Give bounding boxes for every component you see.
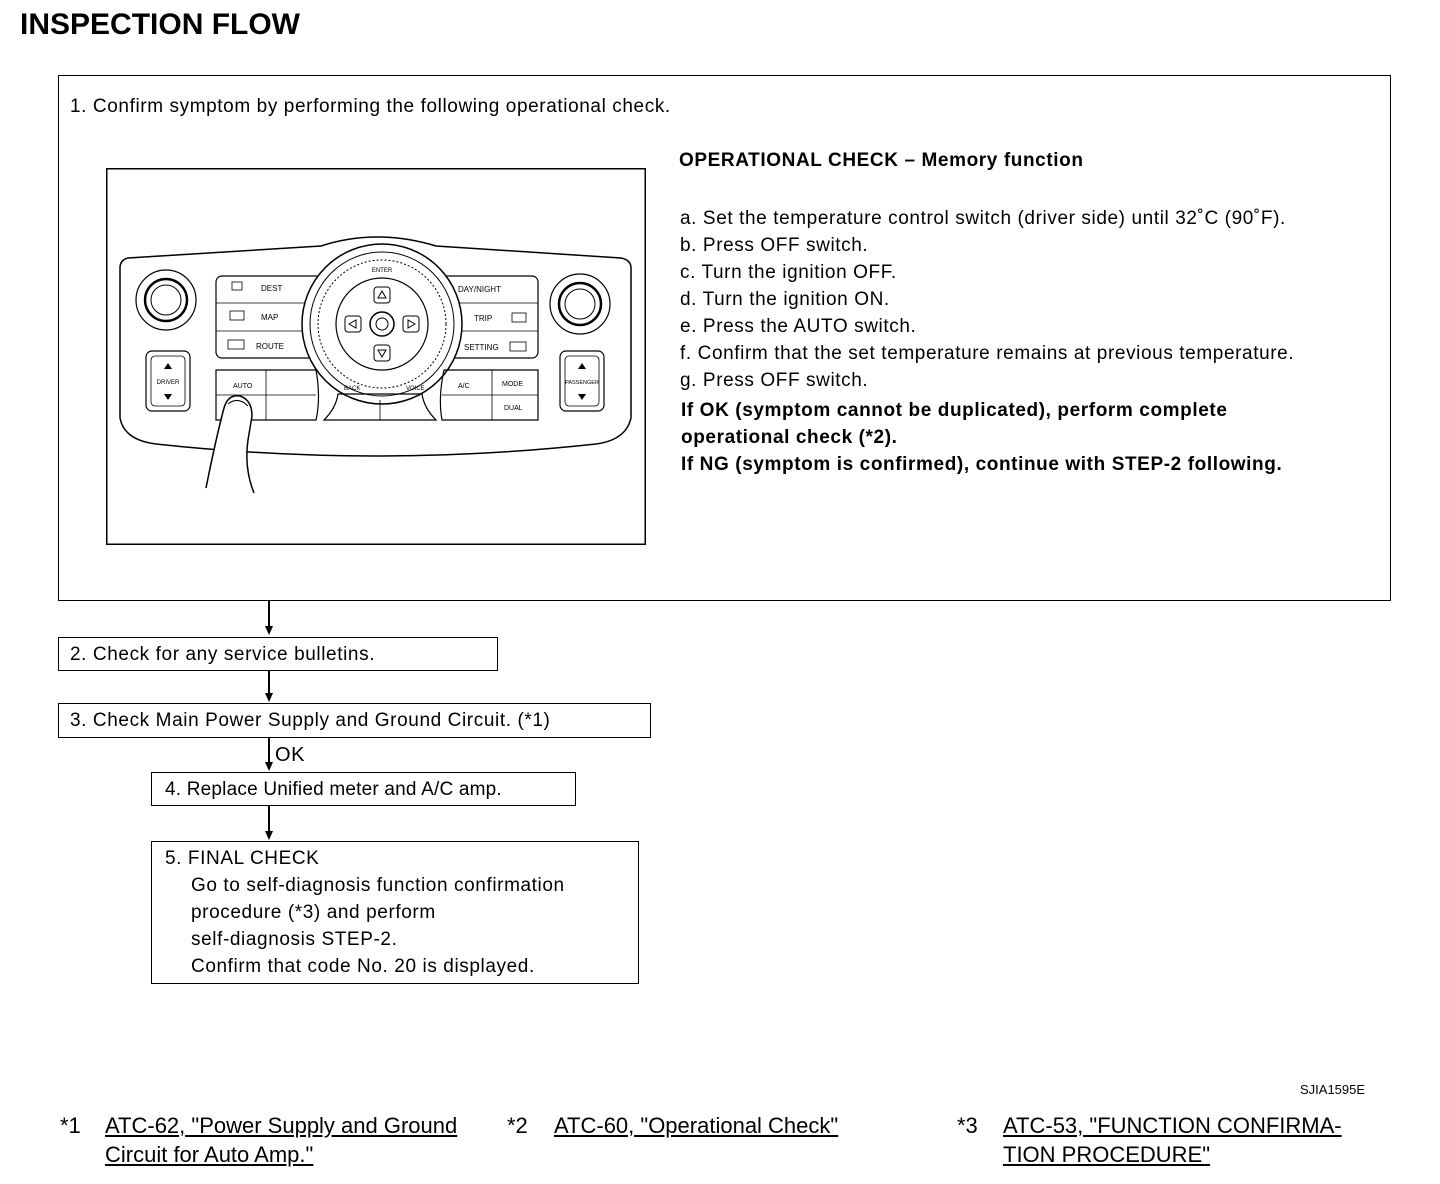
voice-label: VOICE bbox=[406, 386, 425, 392]
ref-mark-3: *3 bbox=[957, 1113, 978, 1138]
check-item: b. Press OFF switch. bbox=[680, 235, 869, 256]
step5-line: Go to self-diagnosis function confirmati… bbox=[191, 875, 565, 896]
check-item: f. Confirm that the set temperature rema… bbox=[680, 343, 1295, 364]
figure-code: SJIA1595E bbox=[1300, 1082, 1366, 1097]
step5-line: procedure (*3) and perform bbox=[191, 902, 436, 923]
ok-label: OK bbox=[275, 744, 306, 766]
check-item: g. Press OFF switch. bbox=[680, 370, 869, 391]
finger-icon bbox=[205, 395, 255, 494]
page-title: INSPECTION FLOW bbox=[20, 8, 300, 41]
arrow-head-icon bbox=[265, 626, 273, 635]
arrow-line bbox=[268, 738, 270, 762]
ref-link-2[interactable]: ATC-60, "Operational Check" bbox=[554, 1113, 839, 1138]
ref-mark-2: *2 bbox=[507, 1113, 528, 1138]
side-right-label: PASSENGER bbox=[565, 380, 599, 386]
side-left-label: DRIVER bbox=[157, 380, 180, 386]
back-label: BACK bbox=[344, 386, 360, 392]
ref-link-3-line2[interactable]: TION PROCEDURE" bbox=[1003, 1142, 1211, 1167]
trip-button-label: TRIP bbox=[474, 314, 492, 323]
arrow-head-icon bbox=[265, 831, 273, 840]
route-button-label: ROUTE bbox=[256, 342, 284, 351]
dual-button-label: DUAL bbox=[504, 405, 523, 412]
mode-button-label: MODE bbox=[502, 381, 523, 388]
nav-left-buttons: DEST MAP ROUTE bbox=[215, 275, 323, 359]
step4-box: 4. Replace Unified meter and A/C amp. bbox=[151, 772, 576, 806]
ref-link-1-line2[interactable]: Circuit for Auto Amp." bbox=[105, 1142, 314, 1167]
climate-buttons: AUTO A/C MODE DUAL bbox=[215, 369, 539, 421]
auto-button-label: AUTO bbox=[233, 383, 253, 390]
step2-box: 2. Check for any service bulletins. bbox=[58, 637, 498, 671]
setting-button-label: SETTING bbox=[464, 343, 499, 352]
volume-knob-icon bbox=[135, 269, 197, 331]
step1-text: 1. Confirm symptom by performing the fol… bbox=[70, 96, 671, 117]
check-item: e. Press the AUTO switch. bbox=[680, 316, 917, 337]
result-ok-line1: If OK (symptom cannot be duplicated), pe… bbox=[681, 400, 1228, 421]
driver-temp-switch: DRIVER bbox=[145, 350, 191, 412]
center-joystick-icon: ENTER BACK VOICE bbox=[301, 243, 463, 405]
step3-text: 3. Check Main Power Supply and Ground Ci… bbox=[70, 710, 551, 731]
result-ng-line: If NG (symptom is confirmed), continue w… bbox=[681, 454, 1283, 475]
ref-link-3-line1[interactable]: ATC-53, "FUNCTION CONFIRMA- bbox=[1003, 1113, 1342, 1138]
step5-title: 5. FINAL CHECK bbox=[165, 848, 320, 869]
result-ok-line2: operational check (*2). bbox=[681, 427, 898, 448]
arrow-line bbox=[268, 671, 270, 693]
arrow-head-icon bbox=[265, 762, 273, 771]
control-panel-illustration: DRIVER PASSENGER DEST MAP ROUTE DAY/NIGH… bbox=[106, 168, 646, 545]
arrow-head-icon bbox=[265, 693, 273, 702]
step5-box: 5. FINAL CHECK Go to self-diagnosis func… bbox=[151, 841, 639, 984]
dest-button-label: DEST bbox=[261, 284, 282, 293]
daynight-button-label: DAY/NIGHT bbox=[458, 285, 501, 294]
step3-box: 3. Check Main Power Supply and Ground Ci… bbox=[58, 703, 651, 738]
operational-check-title: OPERATIONAL CHECK – Memory function bbox=[679, 150, 1084, 171]
check-item: d. Turn the ignition ON. bbox=[680, 289, 890, 310]
step4-text: 4. Replace Unified meter and A/C amp. bbox=[165, 779, 502, 800]
ref-mark-1: *1 bbox=[60, 1113, 81, 1138]
check-item: c. Turn the ignition OFF. bbox=[680, 262, 897, 283]
enter-label: ENTER bbox=[372, 268, 393, 274]
ref-link-1-line1[interactable]: ATC-62, "Power Supply and Ground bbox=[105, 1113, 458, 1138]
ac-button-label: A/C bbox=[458, 383, 470, 390]
step2-text: 2. Check for any service bulletins. bbox=[70, 644, 376, 665]
arrow-line bbox=[268, 601, 270, 626]
passenger-temp-switch: PASSENGER bbox=[559, 350, 605, 412]
tune-knob-icon bbox=[549, 273, 611, 335]
check-item: a. Set the temperature control switch (d… bbox=[680, 208, 1286, 229]
step5-line: self-diagnosis STEP-2. bbox=[191, 929, 398, 950]
map-button-label: MAP bbox=[261, 313, 278, 322]
step5-line: Confirm that code No. 20 is displayed. bbox=[191, 956, 535, 977]
arrow-line bbox=[268, 806, 270, 831]
